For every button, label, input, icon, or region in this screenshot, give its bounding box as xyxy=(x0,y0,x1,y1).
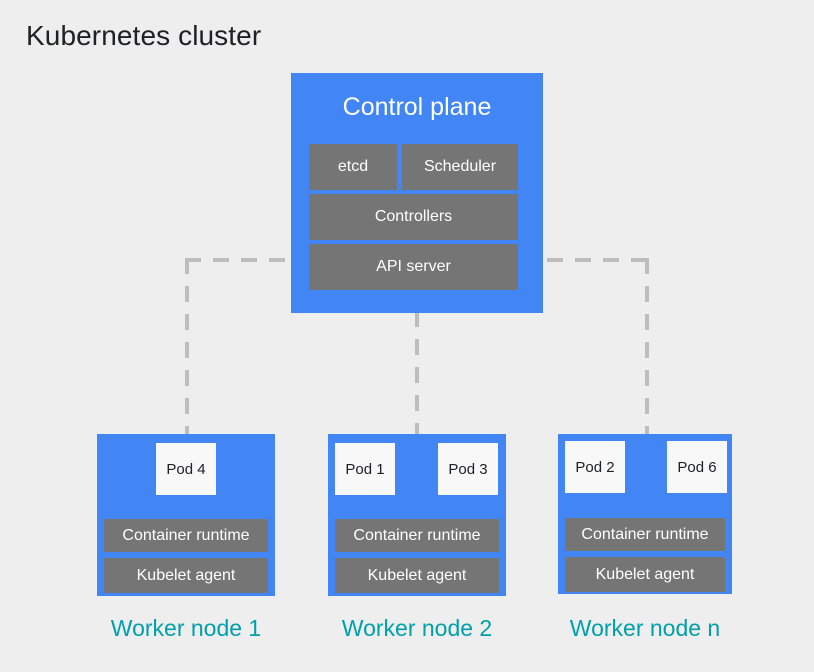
worker-node-2-kubelet-agent[interactable]: Kubelet agent xyxy=(335,558,499,593)
worker-node-n-kubelet-agent[interactable]: Kubelet agent xyxy=(565,557,725,592)
control-plane-title: Control plane xyxy=(342,93,492,121)
control-plane-component-api-server[interactable]: API server xyxy=(309,244,518,290)
connector-api-server-to-worker-node-n-vertical xyxy=(645,258,649,436)
worker-node-1-pod-4[interactable]: Pod 4 xyxy=(156,443,216,495)
worker-node-2-container-runtime[interactable]: Container runtime xyxy=(335,519,499,552)
page-title: Kubernetes cluster xyxy=(26,20,262,51)
control-plane-component-controllers[interactable]: Controllers xyxy=(309,194,518,240)
worker-node-n-caption: Worker node n xyxy=(569,615,721,641)
control-plane-component-scheduler[interactable]: Scheduler xyxy=(402,144,518,190)
worker-node-2-pod-3[interactable]: Pod 3 xyxy=(438,443,498,495)
worker-node-n-pod-2[interactable]: Pod 2 xyxy=(565,441,625,493)
control-plane-component-etcd[interactable]: etcd xyxy=(309,144,397,190)
worker-node-1-kubelet-agent[interactable]: Kubelet agent xyxy=(104,558,268,593)
connector-api-server-to-worker-node-1-horizontal xyxy=(185,258,313,262)
worker-node-1-container-runtime[interactable]: Container runtime xyxy=(104,519,268,552)
worker-node-2-caption: Worker node 2 xyxy=(341,615,493,641)
connector-control-plane-to-worker-node-2-vertical xyxy=(415,311,419,437)
connector-api-server-to-worker-node-1-vertical xyxy=(185,258,189,436)
worker-node-2-pod-1[interactable]: Pod 1 xyxy=(335,443,395,495)
connector-corner-right xyxy=(645,258,649,262)
worker-node-n-pod-6[interactable]: Pod 6 xyxy=(667,441,727,493)
worker-node-1-caption: Worker node 1 xyxy=(110,615,262,641)
connector-api-server-to-worker-node-n-horizontal xyxy=(519,258,649,262)
connector-corner-left xyxy=(185,258,189,262)
worker-node-n-container-runtime[interactable]: Container runtime xyxy=(565,518,725,551)
